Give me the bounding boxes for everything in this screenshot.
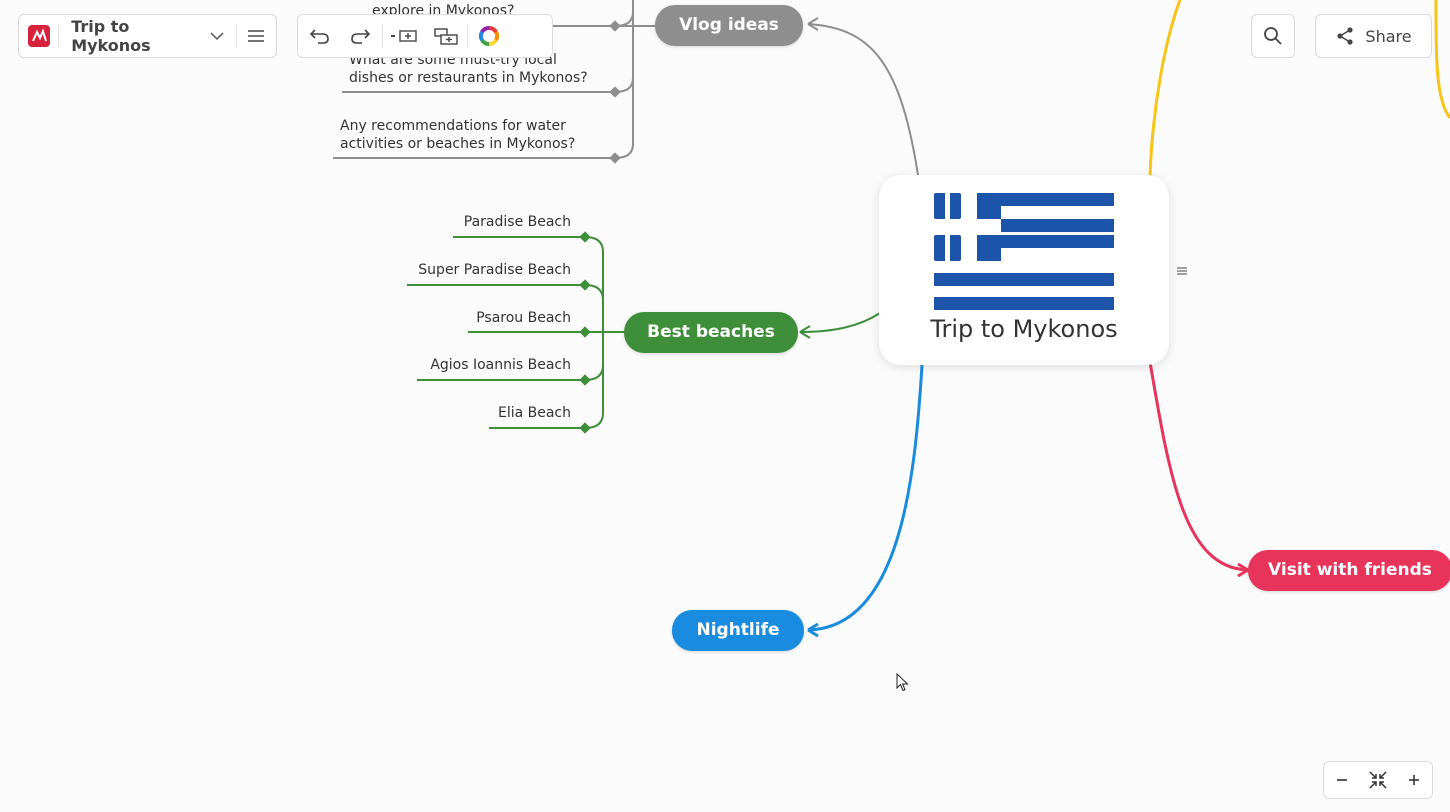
beaches-branch-dots bbox=[579, 231, 591, 434]
vlog-branch-dots bbox=[609, 20, 621, 164]
nightlife-branch-line bbox=[807, 364, 924, 638]
redo-icon[interactable] bbox=[340, 15, 382, 57]
visit-with-friends-node[interactable]: Visit with friends bbox=[1248, 550, 1450, 591]
edit-toolbar bbox=[297, 14, 553, 58]
undo-icon[interactable] bbox=[298, 15, 340, 57]
vlog-ideas-node[interactable]: Vlog ideas bbox=[655, 5, 803, 46]
beach-item-elia[interactable]: Elia Beach bbox=[497, 405, 571, 421]
yellow-branch-line bbox=[1148, 0, 1450, 179]
map-title: Trip to Mykonos bbox=[71, 17, 151, 55]
zoom-out-button[interactable] bbox=[1327, 765, 1357, 795]
add-sibling-node-icon[interactable] bbox=[383, 15, 425, 57]
vlog-item-2-line2[interactable]: dishes or restaurants in Mykonos? bbox=[349, 70, 588, 86]
nightlife-node[interactable]: Nightlife bbox=[672, 610, 804, 651]
title-toolbar: Trip to Mykonos bbox=[18, 14, 277, 58]
toolbar-separator bbox=[235, 24, 237, 48]
friends-branch-line bbox=[1148, 361, 1249, 578]
beach-item-agios-ioannis[interactable]: Agios Ioannis Beach bbox=[430, 357, 571, 373]
minus-icon bbox=[1337, 779, 1347, 781]
central-node[interactable]: Trip to Mykonos bbox=[879, 175, 1169, 365]
vlog-item-3-line2[interactable]: activities or beaches in Mykonos? bbox=[340, 136, 576, 152]
zoom-in-button[interactable] bbox=[1399, 765, 1429, 795]
toolbar-separator bbox=[467, 24, 468, 48]
beach-item-psarou[interactable]: Psarou Beach bbox=[476, 310, 571, 326]
toolbar-separator bbox=[58, 24, 60, 48]
toolbar-separator bbox=[382, 24, 383, 48]
plus-icon bbox=[1409, 775, 1419, 785]
fit-to-screen-icon bbox=[1369, 771, 1387, 789]
map-title-dropdown[interactable]: Trip to Mykonos bbox=[59, 15, 224, 57]
search-icon bbox=[1264, 27, 1282, 45]
share-button[interactable]: Share bbox=[1315, 14, 1432, 58]
vlog-item-3-line1[interactable]: Any recommendations for water bbox=[340, 118, 566, 134]
app-logo-icon[interactable] bbox=[19, 15, 58, 57]
zoom-controls bbox=[1323, 761, 1433, 799]
fit-to-screen-button[interactable] bbox=[1363, 765, 1393, 795]
color-wheel-icon[interactable] bbox=[468, 15, 510, 57]
node-notes-icon[interactable] bbox=[1176, 262, 1188, 275]
mouse-cursor-icon bbox=[896, 673, 909, 692]
share-label: Share bbox=[1365, 26, 1412, 46]
add-child-node-icon[interactable] bbox=[425, 15, 467, 57]
chevron-down-icon bbox=[210, 32, 224, 41]
search-button[interactable] bbox=[1251, 14, 1295, 58]
share-icon bbox=[1337, 27, 1354, 45]
best-beaches-node[interactable]: Best beaches bbox=[624, 312, 798, 353]
hamburger-menu-icon[interactable] bbox=[237, 15, 276, 57]
central-node-title: Trip to Mykonos bbox=[930, 315, 1118, 343]
beach-item-paradise[interactable]: Paradise Beach bbox=[463, 214, 571, 230]
beach-item-super-paradise[interactable]: Super Paradise Beach bbox=[418, 262, 571, 278]
greek-flag-image bbox=[934, 193, 1114, 310]
